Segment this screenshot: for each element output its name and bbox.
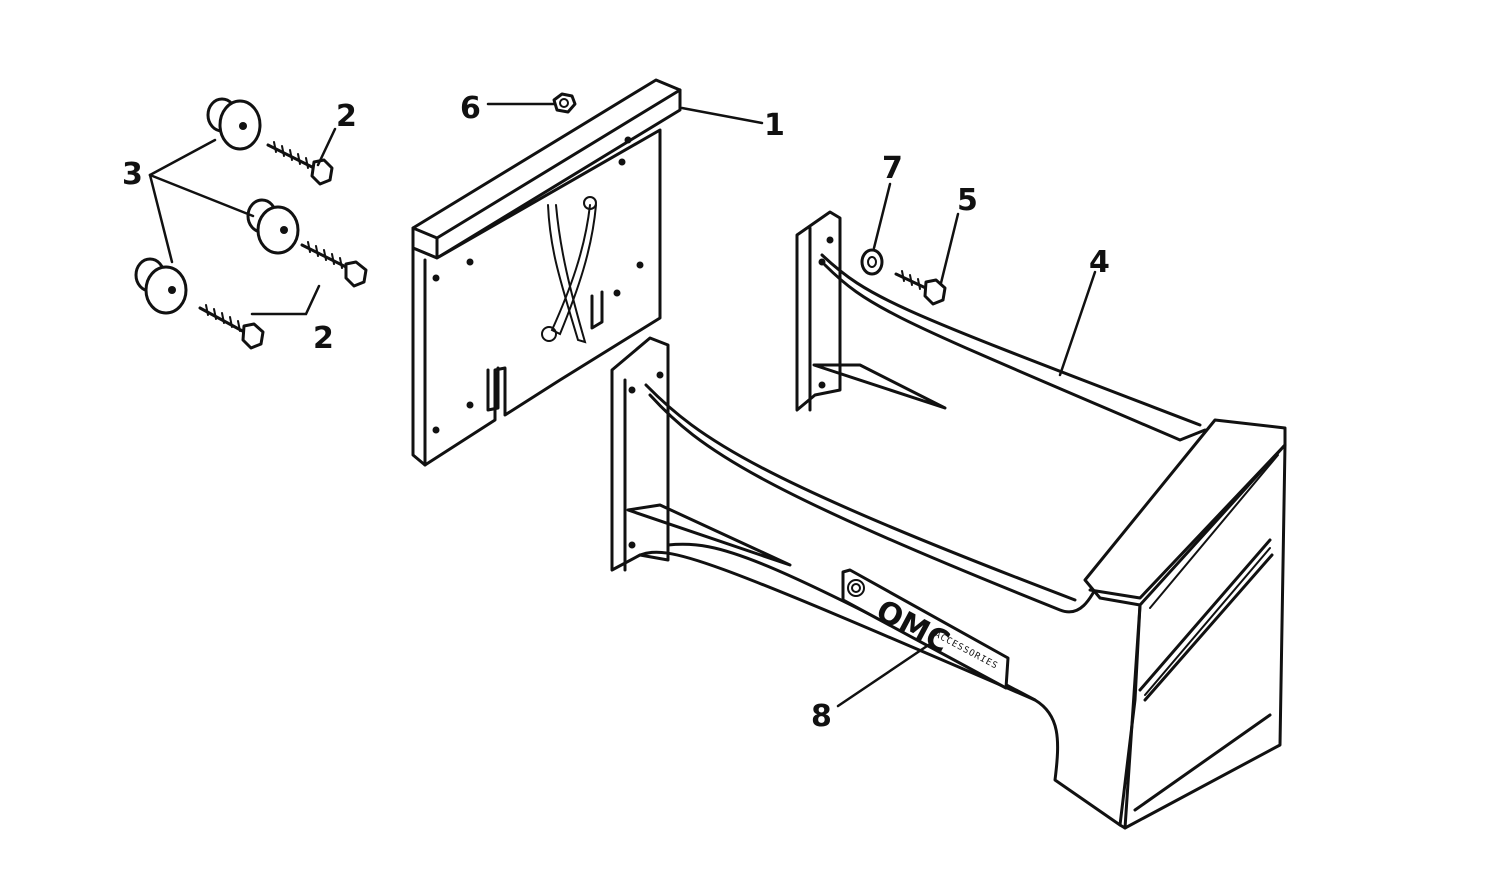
part-2-screw-upper xyxy=(266,141,334,186)
part-4-bracket-frame xyxy=(610,210,1287,830)
part-1-mounting-plate xyxy=(411,78,682,467)
callout-2-lower: 2 xyxy=(313,321,334,356)
callout-labels: 6 1 2 3 2 7 5 4 8 xyxy=(122,91,1110,734)
callout-1: 1 xyxy=(764,108,785,143)
part-3-bumper-upper xyxy=(206,97,262,151)
part-6-nut xyxy=(552,92,577,114)
callout-7: 7 xyxy=(882,151,903,186)
callout-6: 6 xyxy=(460,91,481,126)
part-5-bolt xyxy=(894,270,947,306)
part-3-bumper-middle xyxy=(246,198,300,255)
callout-5: 5 xyxy=(957,183,978,218)
callout-3: 3 xyxy=(122,157,143,192)
part-7-washer xyxy=(860,248,884,276)
part-2-screw-middle xyxy=(300,241,368,288)
callout-8: 8 xyxy=(811,699,832,734)
callout-4: 4 xyxy=(1089,245,1110,280)
leader-lines xyxy=(148,102,1097,708)
part-2-screw-lower xyxy=(198,304,265,350)
part-3-bumper-lower xyxy=(134,257,188,315)
callout-2-upper: 2 xyxy=(336,99,357,134)
